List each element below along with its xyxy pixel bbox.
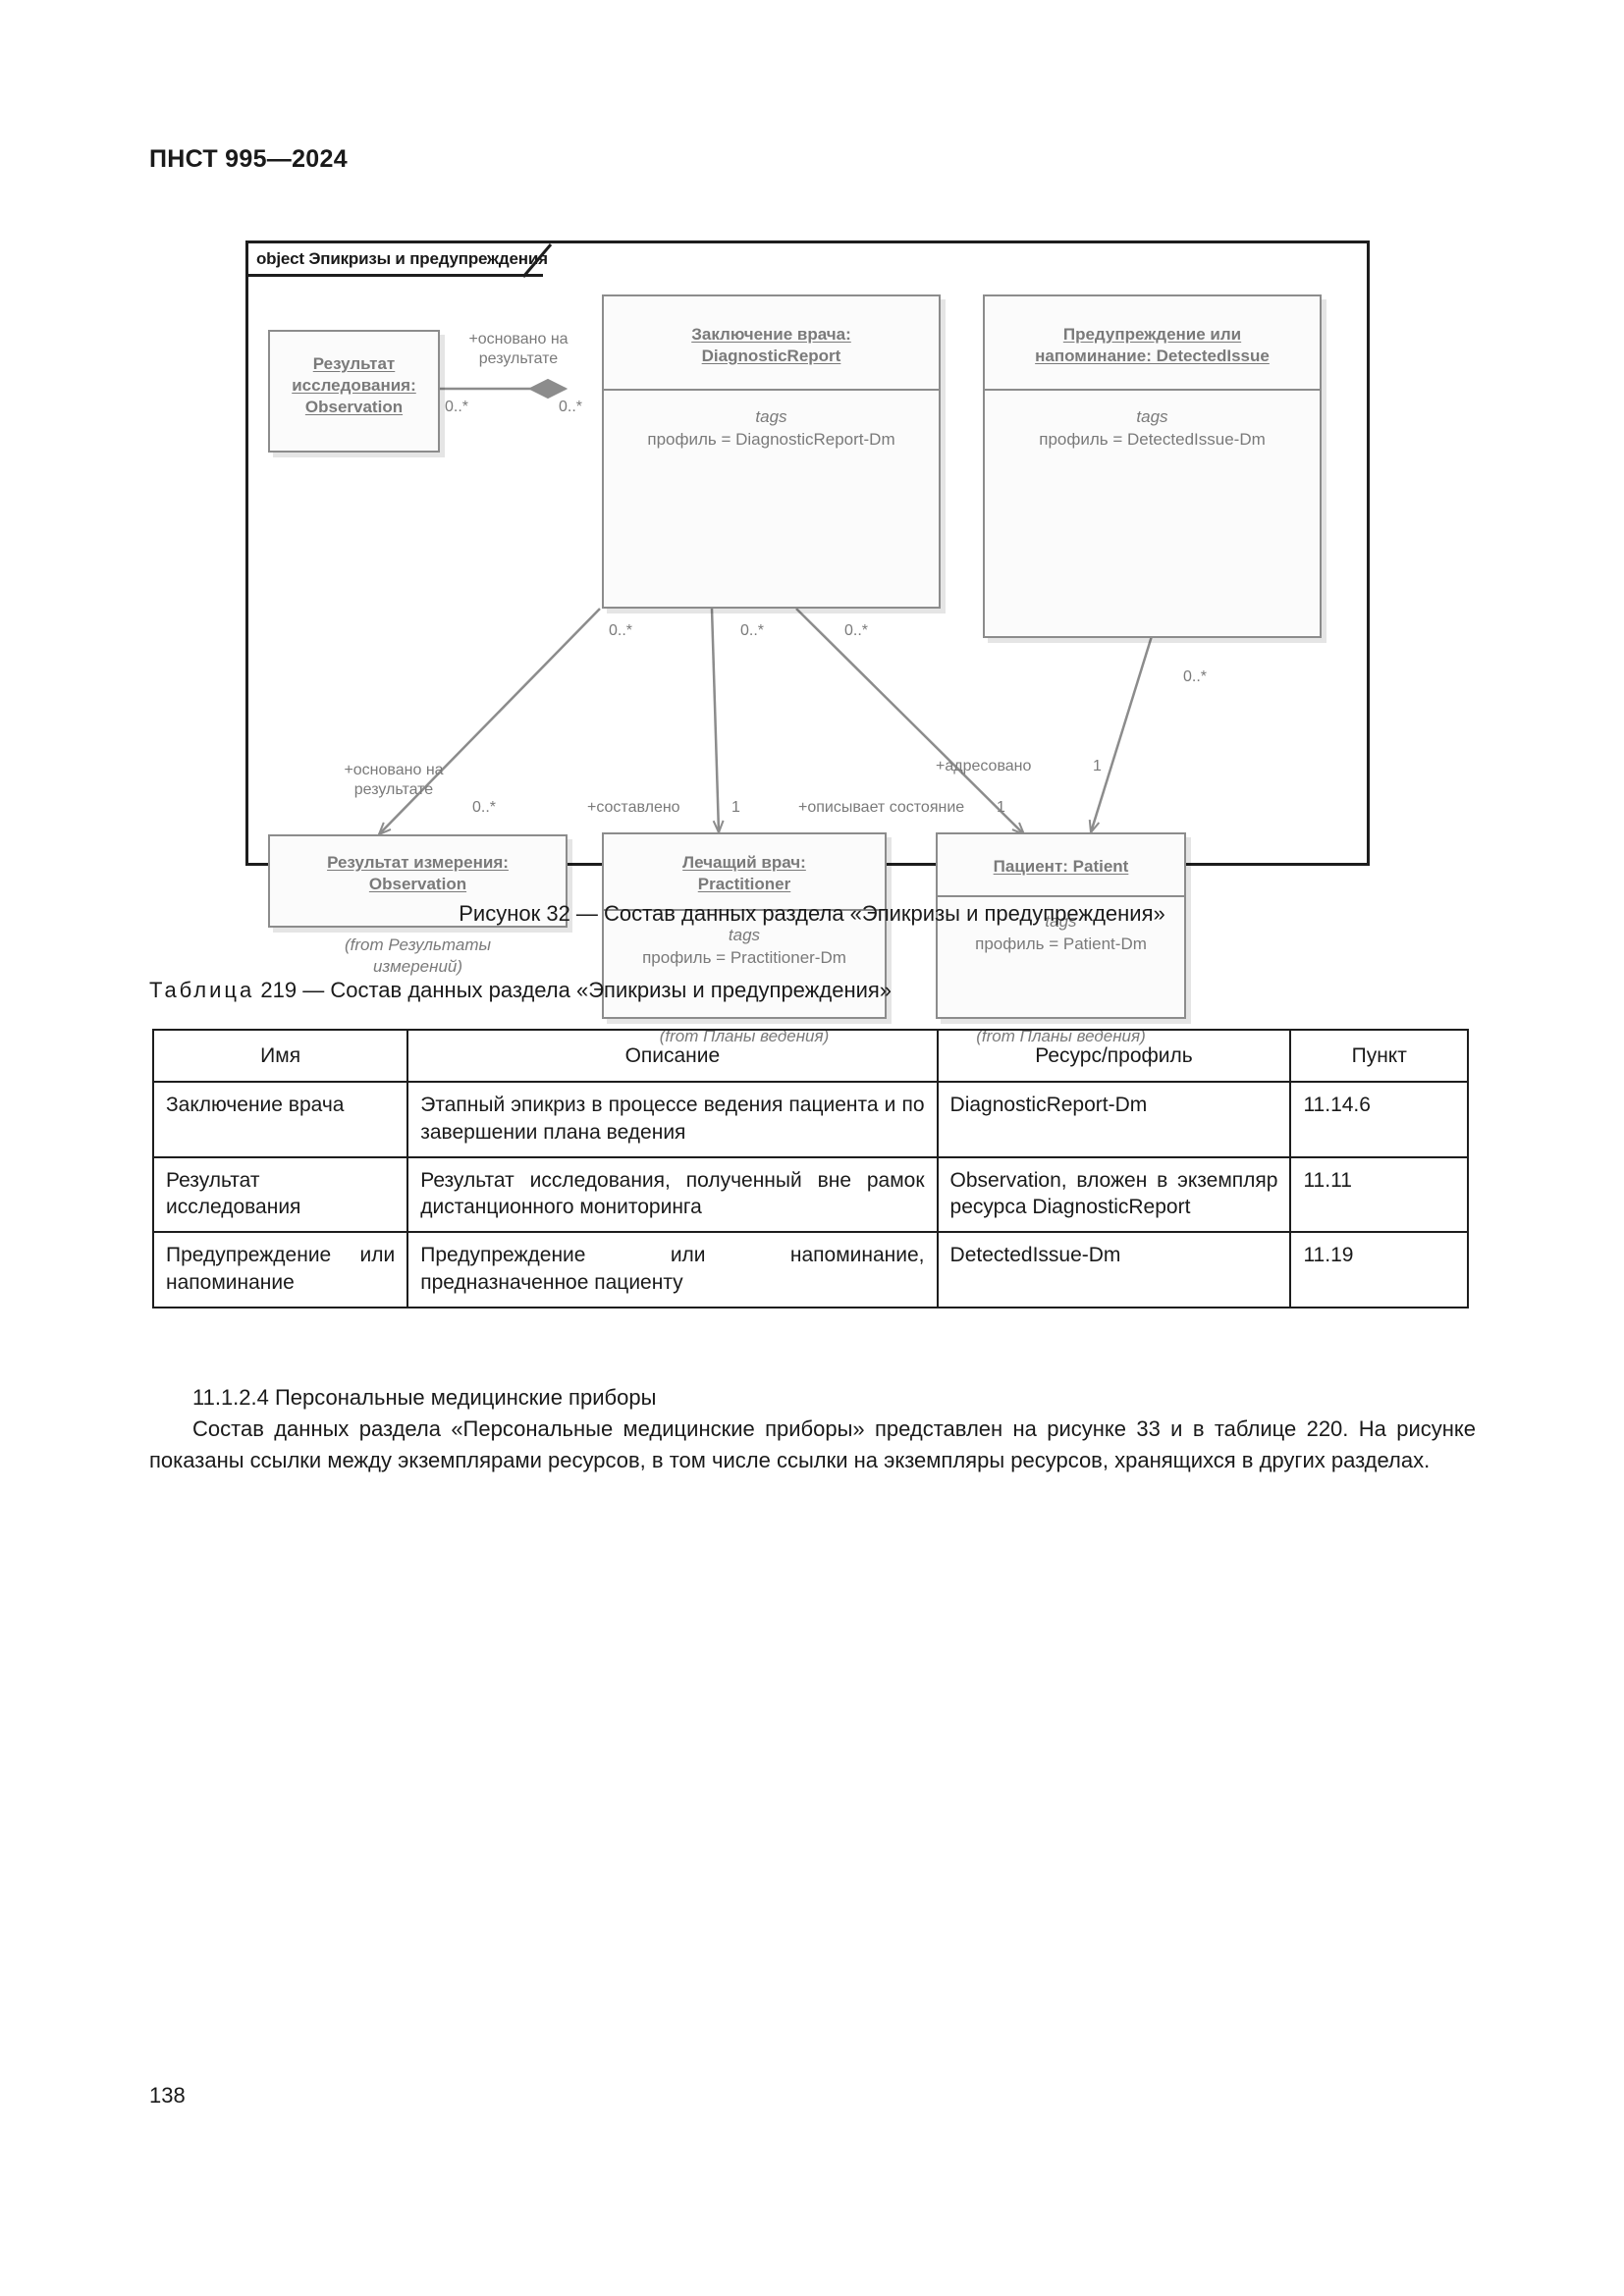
uml-box-patient-tags-label: tags (1045, 912, 1077, 932)
uml-box-observation-study-title-2: исследования: (292, 376, 416, 396)
table-caption: Таблица 219 — Состав данных раздела «Эпи… (149, 978, 892, 1003)
table-cell-description: Этапный эпикриз в процессе ведения пацие… (406, 1081, 939, 1158)
uml-box-diagnostic-report-tags-value: профиль = DiagnosticReport-Dm (647, 430, 895, 450)
uml-diagram-frame: object Эпикризы и предупреждения Результ… (245, 240, 1370, 1045)
edge-mult-patient-end-describes: 1 (997, 798, 1005, 818)
edge-label-compiled-by: +составлено (587, 798, 680, 818)
edge-mult-diagnostic-to-measurement: 0..* (609, 621, 632, 641)
edge-mult-measurement-end: 0..* (472, 798, 496, 818)
edge-label-describes-state: +описывает состояние (798, 798, 964, 818)
edge-mult-observation-study-end: 0..* (445, 398, 468, 417)
uml-box-detected-issue[interactable]: Предупреждение или напоминание: Detected… (983, 294, 1322, 638)
uml-box-practitioner-title-1: Лечащий врач: (682, 853, 806, 872)
edge-mult-diagnostic-to-measurement-text: 0..* (609, 622, 633, 639)
uml-box-detected-issue-title-1: Предупреждение или (1062, 325, 1242, 344)
table-caption-prefix: Таблица (149, 978, 255, 1002)
uml-from-note-measurement-line-2: измерений) (372, 957, 463, 977)
table-cell-name: Результат исследования (151, 1155, 409, 1234)
edge-mult-diagnostic-to-patient-text: 0..* (844, 622, 869, 639)
edge-mult-measurement-end-text: 0..* (472, 799, 497, 816)
table-cell-name: Предупреждение или напоминание (151, 1231, 409, 1309)
edge-mult-diagnostic-to-patient: 0..* (844, 621, 868, 641)
table-cell-item: 11.14.6 (1289, 1081, 1469, 1158)
uml-box-observation-measurement-title-2: Observation (368, 875, 467, 894)
table-caption-rest: — Состав данных раздела «Эпикризы и пред… (302, 978, 893, 1002)
uml-from-note-measurement: (from Результаты измерений) (268, 934, 568, 978)
edge-label-based-on-result-bottom-line-1: +основано на (344, 762, 444, 778)
table-cell-description: Результат исследования, полученный вне р… (406, 1155, 939, 1234)
edge-mult-patient-end-describes-text: 1 (997, 799, 1005, 816)
edge-mult-diagnostic-to-observation-study: 0..* (559, 398, 582, 417)
edge-mult-patient-end-addressed-text: 1 (1093, 758, 1102, 774)
figure-caption: Рисунок 32 — Состав данных раздела «Эпик… (459, 901, 1165, 926)
table-cell-name: Заключение врача (151, 1081, 409, 1158)
edge-label-describes-state-text: +описывает состояние (798, 799, 965, 816)
uml-box-observation-study-title-1: Результат (312, 354, 396, 373)
uml-box-practitioner-tags-label: tags (728, 926, 761, 945)
edge-label-addressed-to: +адресовано (936, 757, 1031, 776)
edge-mult-practitioner-end-text: 1 (731, 799, 740, 816)
edge-label-based-on-result-top-line-2: результате (478, 350, 559, 367)
table-cell-resource: DetectedIssue-Dm (936, 1231, 1292, 1309)
uml-box-practitioner[interactable]: Лечащий врач: Practitioner tags профиль … (602, 832, 887, 1019)
table-row: Результат исследования Результат исследо… (151, 1155, 1469, 1234)
body-text-block: 11.1.2.4 Персональные медицинские прибор… (149, 1382, 1476, 1476)
uml-box-patient-title-1: Пациент: Patient (993, 857, 1129, 876)
table-cell-resource: DiagnosticReport-Dm (936, 1081, 1292, 1158)
edge-mult-patient-end-addressed: 1 (1093, 757, 1102, 776)
uml-box-observation-study-title-3: Observation (304, 398, 404, 417)
uml-from-note-measurement-line-1: (from Результаты (344, 935, 492, 954)
edge-mult-issue-to-patient: 0..* (1183, 667, 1207, 687)
table-header-description: Описание (406, 1028, 939, 1084)
edge-mult-diagnostic-to-practitioner-text: 0..* (740, 622, 765, 639)
uml-frame-tab-slash-icon (521, 243, 557, 279)
uml-box-observation-measurement[interactable]: Результат измерения: Observation (268, 834, 568, 928)
uml-box-observation-study[interactable]: Результат исследования: Observation (268, 330, 440, 453)
uml-box-patient[interactable]: Пациент: Patient tags профиль = Patient-… (936, 832, 1186, 1019)
body-paragraph: Состав данных раздела «Персональные меди… (149, 1416, 1476, 1473)
body-heading: 11.1.2.4 Персональные медицинские прибор… (192, 1385, 657, 1410)
uml-box-practitioner-tags-value: профиль = Practitioner-Dm (642, 948, 846, 968)
table-header-item: Пункт (1289, 1028, 1469, 1084)
uml-box-diagnostic-report-title-1: Заключение врача: (691, 325, 851, 344)
table-cell-description: Предупреждение или напоминание, предназн… (406, 1231, 939, 1309)
table-cell-resource: Observation, вложен в экземпляр ресурса … (936, 1155, 1292, 1234)
uml-frame-tab-label: object Эпикризы и предупреждения (256, 248, 548, 268)
uml-box-patient-tags-value: профиль = Patient-Dm (975, 934, 1147, 954)
table-row: Предупреждение или напоминание Предупреж… (151, 1231, 1469, 1309)
edge-mult-diagnostic-to-observation-study-text: 0..* (559, 399, 583, 415)
table-cell-item: 11.19 (1289, 1231, 1469, 1309)
uml-box-diagnostic-report[interactable]: Заключение врача: DiagnosticReport tags … (602, 294, 941, 609)
table-header-row: Имя Описание Ресурс/профиль Пункт (151, 1028, 1469, 1084)
edge-mult-diagnostic-to-practitioner: 0..* (740, 621, 764, 641)
uml-box-detected-issue-tags-value: профиль = DetectedIssue-Dm (1039, 430, 1266, 450)
edge-label-based-on-result-top-line-1: +основано на (468, 331, 568, 347)
edge-mult-issue-to-patient-text: 0..* (1183, 668, 1208, 685)
page-header: ПНСТ 995—2024 (149, 145, 348, 173)
table-row: Заключение врача Этапный эпикриз в проце… (151, 1081, 1469, 1158)
table-caption-number: 219 (260, 978, 298, 1002)
uml-box-detected-issue-title-2: напоминание: DetectedIssue (1035, 347, 1270, 366)
uml-frame-tab: object Эпикризы и предупреждения (248, 243, 548, 277)
table-header-name: Имя (151, 1028, 409, 1084)
uml-box-observation-measurement-title-1: Результат измерения: (327, 853, 509, 872)
uml-box-diagnostic-report-title-2: DiagnosticReport (701, 347, 841, 366)
edge-label-compiled-by-text: +составлено (587, 799, 680, 816)
uml-box-diagnostic-report-tags-label: tags (755, 407, 787, 427)
edge-mult-observation-study-end-text: 0..* (445, 399, 469, 415)
page-number: 138 (149, 2083, 186, 2108)
edge-mult-practitioner-end: 1 (731, 798, 740, 818)
edge-label-addressed-to-text: +адресовано (936, 758, 1032, 774)
data-table: Имя Описание Ресурс/профиль Пункт Заключ… (151, 1028, 1469, 1309)
edge-label-based-on-result-bottom: +основано на результате (325, 761, 462, 800)
table-cell-item: 11.11 (1289, 1155, 1469, 1234)
table-header-resource: Ресурс/профиль (936, 1028, 1292, 1084)
uml-box-detected-issue-tags-label: tags (1136, 407, 1168, 427)
edge-label-based-on-result-top: +основано на результате (445, 330, 592, 369)
edge-label-based-on-result-bottom-line-2: результате (353, 781, 434, 798)
uml-box-practitioner-title-2: Practitioner (697, 875, 791, 894)
